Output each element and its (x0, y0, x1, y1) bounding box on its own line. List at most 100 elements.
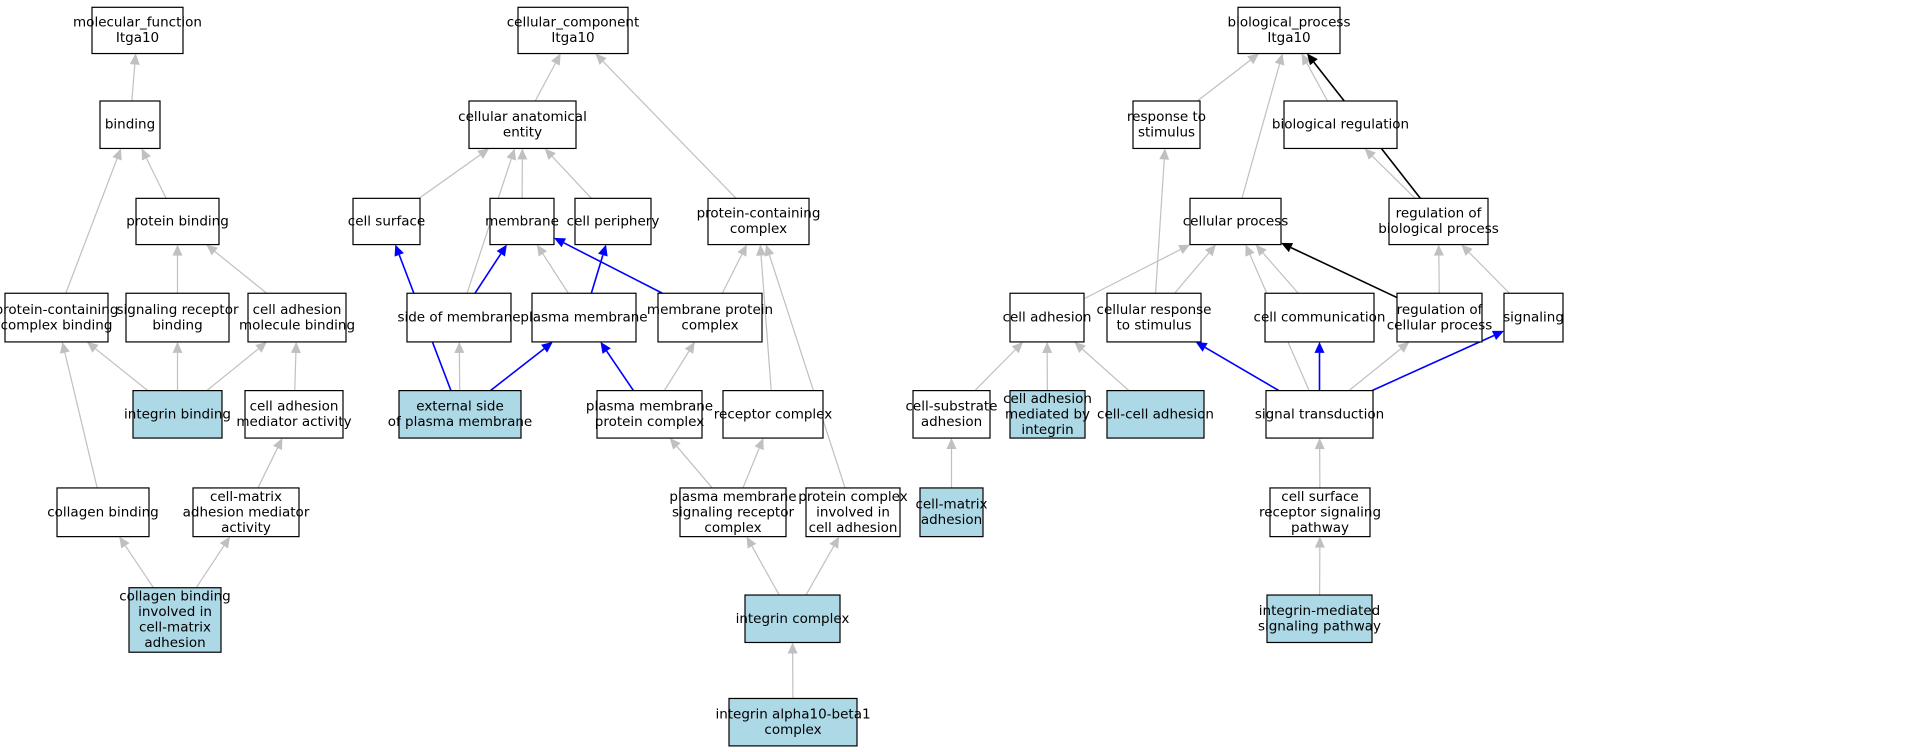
node-box[interactable] (352, 197, 421, 246)
node-box[interactable] (1396, 292, 1483, 343)
node-box[interactable] (91, 6, 184, 55)
edge-line (1083, 249, 1181, 300)
node-box[interactable] (1106, 292, 1202, 343)
edge-sig_trans-to-cell_comm (1314, 341, 1325, 391)
node-label-line: cellular process (1387, 317, 1493, 333)
node-box[interactable] (1269, 487, 1371, 538)
node-box[interactable] (247, 292, 347, 343)
edge-line (195, 545, 225, 589)
node-box[interactable] (1264, 292, 1375, 343)
node-label-line: signaling pathway (1258, 619, 1381, 635)
go-term-integrin-binding[interactable]: integrin binding (124, 390, 231, 439)
node-box[interactable] (406, 292, 512, 343)
go-term-integrin-complex[interactable]: integrin complex (736, 594, 850, 644)
node-box[interactable] (517, 6, 629, 55)
go-term-plasma-membrane[interactable]: plasma membrane (520, 292, 648, 343)
node-box[interactable] (805, 487, 901, 538)
edge-line (1154, 159, 1165, 294)
node-label-line: biological process (1378, 221, 1499, 237)
go-term-cell-periphery[interactable]: cell periphery (567, 197, 660, 246)
node-box[interactable] (244, 390, 344, 439)
go-term-cellular-process[interactable]: cellular process (1183, 197, 1289, 246)
go-term-receptor-complex[interactable]: receptor complex (714, 390, 832, 439)
go-term-protein-binding[interactable]: protein binding (126, 197, 229, 246)
node-box[interactable] (1237, 6, 1341, 55)
go-term-side-membrane[interactable]: side of membrane (397, 292, 521, 343)
node-box[interactable] (1132, 100, 1201, 150)
go-term-binding[interactable]: binding (99, 100, 161, 150)
node-box[interactable] (1265, 390, 1374, 439)
node-box[interactable] (531, 292, 637, 343)
edge-collagen_binding-to-pc_binding (60, 341, 98, 489)
go-term-cell-comm[interactable]: cell communication (1254, 292, 1386, 343)
node-box[interactable] (707, 197, 810, 246)
node-box[interactable] (398, 390, 522, 439)
edge-arrowhead (517, 148, 528, 160)
node-box[interactable] (1106, 390, 1205, 439)
go-term-membrane[interactable]: membrane (485, 197, 559, 246)
node-box[interactable] (4, 292, 109, 343)
go-term-bio-reg[interactable]: biological regulation (1272, 100, 1409, 150)
node-box[interactable] (722, 390, 824, 439)
node-box[interactable] (1283, 100, 1398, 150)
node-box[interactable] (1266, 594, 1373, 644)
go-term-sig-trans[interactable]: signal transduction (1255, 390, 1384, 439)
node-box[interactable] (574, 197, 652, 246)
node-box[interactable] (744, 594, 841, 644)
node-box[interactable] (1009, 390, 1086, 439)
node-box[interactable] (912, 390, 991, 439)
node-box[interactable] (468, 100, 577, 150)
node-box[interactable] (192, 487, 300, 538)
node-box[interactable] (99, 100, 161, 150)
go-term-signaling[interactable]: signaling (1503, 292, 1564, 343)
go-term-collagen-binding[interactable]: collagen binding (47, 487, 159, 538)
node-box[interactable] (125, 292, 230, 343)
node-box[interactable] (56, 487, 150, 538)
node-box[interactable] (1009, 292, 1085, 343)
node-box[interactable] (135, 197, 220, 246)
node-label-line: binding (105, 117, 155, 133)
node-box[interactable] (679, 487, 787, 538)
go-term-cell-surface[interactable]: cell surface (348, 197, 425, 246)
node-box[interactable] (1388, 197, 1489, 246)
go-term-cell-adhesion[interactable]: cell adhesion (1003, 292, 1092, 343)
node-box[interactable] (596, 390, 703, 439)
edge-integrin_complex-to-pm_sig_rec_complex (746, 536, 780, 596)
node-box[interactable] (128, 587, 222, 653)
node-box[interactable] (489, 197, 555, 246)
node-box[interactable] (657, 292, 763, 343)
node-box[interactable] (1189, 197, 1282, 246)
node-label-line: protein binding (126, 213, 229, 229)
node-box[interactable] (1503, 292, 1564, 343)
node-box[interactable] (132, 390, 223, 439)
node-box[interactable] (919, 487, 984, 538)
go-term-cc-adhesion[interactable]: cell-cell adhesion (1097, 390, 1214, 439)
node-box[interactable] (728, 697, 858, 747)
